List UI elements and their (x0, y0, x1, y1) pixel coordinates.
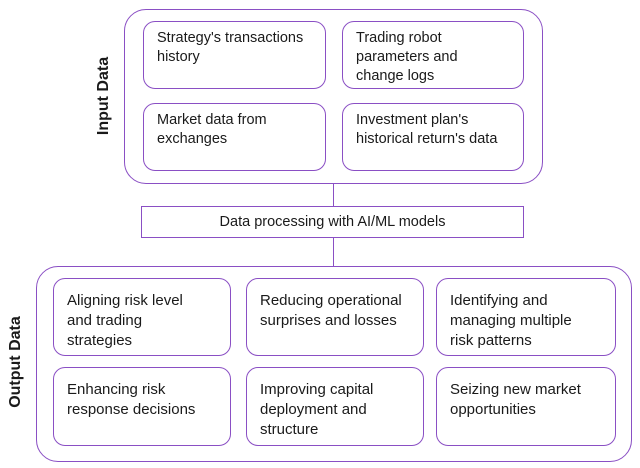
output-item-enhancing-decisions: Enhancing risk response decisions (53, 367, 231, 446)
input-item-market-data: Market data from exchanges (143, 103, 326, 171)
input-data-label: Input Data (95, 56, 112, 136)
input-to-process-connector (333, 184, 334, 206)
input-item-return-data: Investment plan's historical return's da… (342, 103, 524, 171)
output-data-label: Output Data (7, 316, 24, 408)
output-item-aligning-risk: Aligning risk level and trading strategi… (53, 278, 231, 356)
output-item-capital-deployment: Improving capital deployment and structu… (246, 367, 424, 446)
output-item-reducing-surprises: Reducing operational surprises and losse… (246, 278, 424, 356)
output-item-identifying-patterns: Identifying and managing multiple risk p… (436, 278, 616, 356)
input-item-robot-parameters: Trading robot parameters and change logs (342, 21, 524, 89)
input-item-transactions-history: Strategy's transactions history (143, 21, 326, 89)
processing-box: Data processing with AI/ML models (141, 206, 524, 238)
process-to-output-connector (333, 238, 334, 266)
output-item-market-opportunities: Seizing new market opportunities (436, 367, 616, 446)
